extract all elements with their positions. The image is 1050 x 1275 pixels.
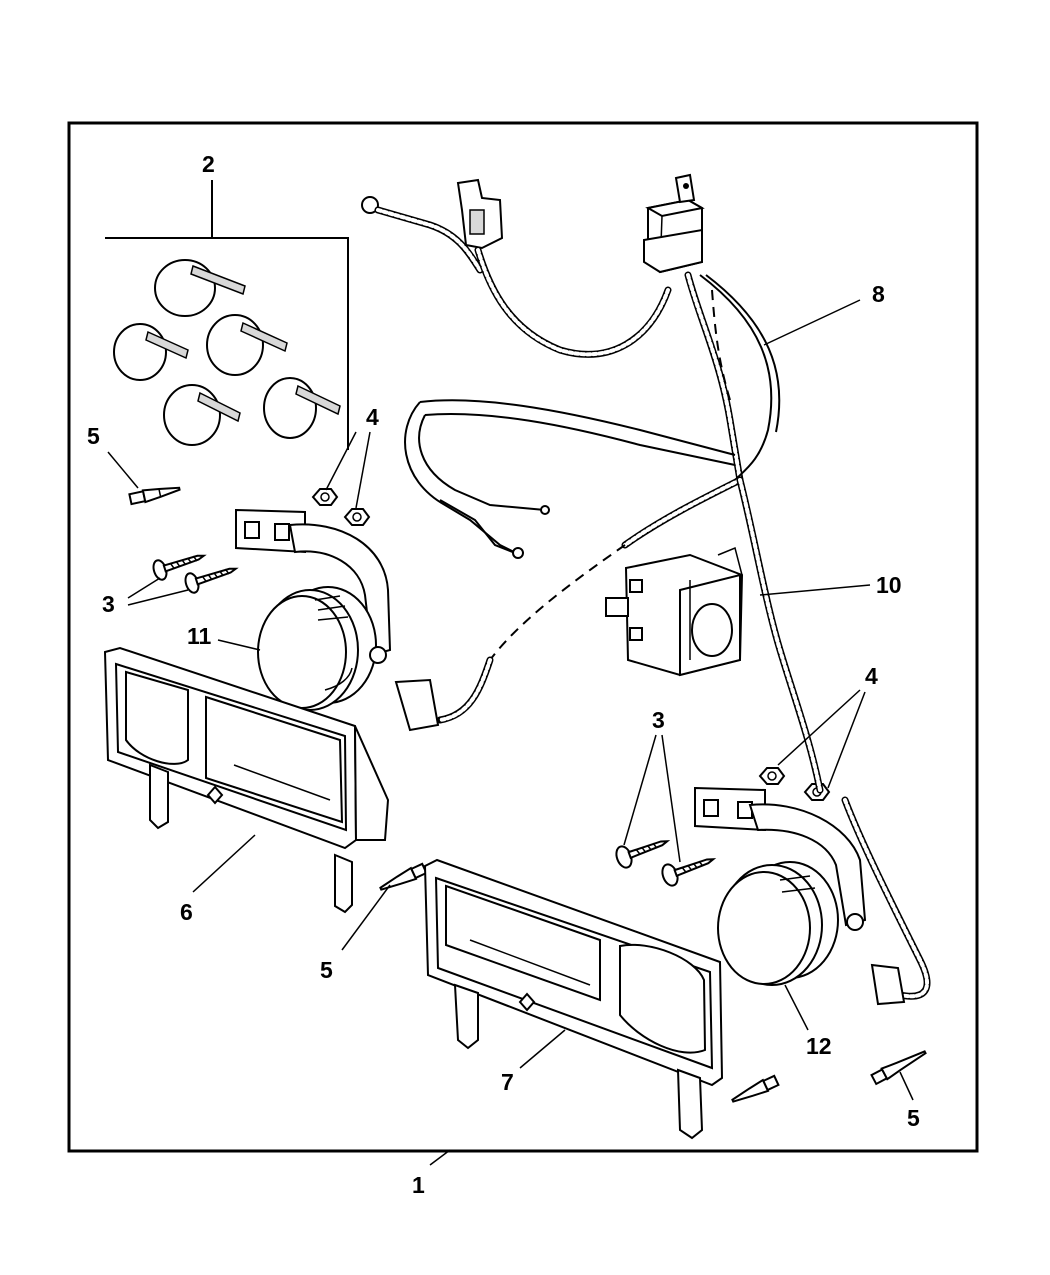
nut-b bbox=[343, 508, 371, 526]
push-pin-c bbox=[731, 1074, 780, 1103]
wiring-harness bbox=[361, 196, 931, 1006]
callout-5-topleft: 5 bbox=[87, 423, 100, 449]
nut-c bbox=[758, 767, 786, 785]
callout-3-right: 3 bbox=[652, 707, 665, 733]
screw-b bbox=[184, 567, 239, 594]
kit-frame bbox=[67, 121, 979, 1153]
push-pin-a bbox=[128, 486, 181, 506]
callout-8: 8 bbox=[872, 281, 885, 307]
callout-11: 11 bbox=[187, 623, 212, 649]
callout-4-lower: 4 bbox=[865, 663, 878, 689]
callout-10: 10 bbox=[876, 572, 902, 598]
fog-lamp-switch bbox=[605, 546, 744, 677]
fog-lamp-left bbox=[235, 508, 392, 711]
callout-6: 6 bbox=[180, 899, 193, 925]
push-pin-d bbox=[870, 1050, 927, 1086]
leader-lines bbox=[107, 299, 914, 1166]
screw-c bbox=[615, 840, 671, 869]
cable-ties bbox=[113, 259, 341, 446]
callout-5-bottomright: 5 bbox=[907, 1105, 920, 1131]
screw-d bbox=[661, 858, 717, 887]
bezel-right bbox=[423, 858, 724, 1140]
screw-a bbox=[152, 554, 207, 581]
push-pin-b bbox=[379, 862, 428, 891]
callout-7: 7 bbox=[501, 1069, 514, 1095]
bezel-left bbox=[103, 646, 390, 914]
fuse-holder bbox=[456, 178, 504, 250]
relay bbox=[643, 173, 705, 274]
callout-3-left: 3 bbox=[102, 591, 115, 617]
callout-2: 2 bbox=[202, 151, 215, 177]
cable-tie-bracket bbox=[105, 237, 349, 450]
fog-lamp-right bbox=[694, 786, 867, 986]
nut-a bbox=[311, 488, 339, 506]
callout-12: 12 bbox=[806, 1033, 832, 1059]
callout-5-middle: 5 bbox=[320, 957, 333, 983]
callout-4-upper: 4 bbox=[366, 404, 379, 430]
callout-1: 1 bbox=[412, 1172, 425, 1198]
